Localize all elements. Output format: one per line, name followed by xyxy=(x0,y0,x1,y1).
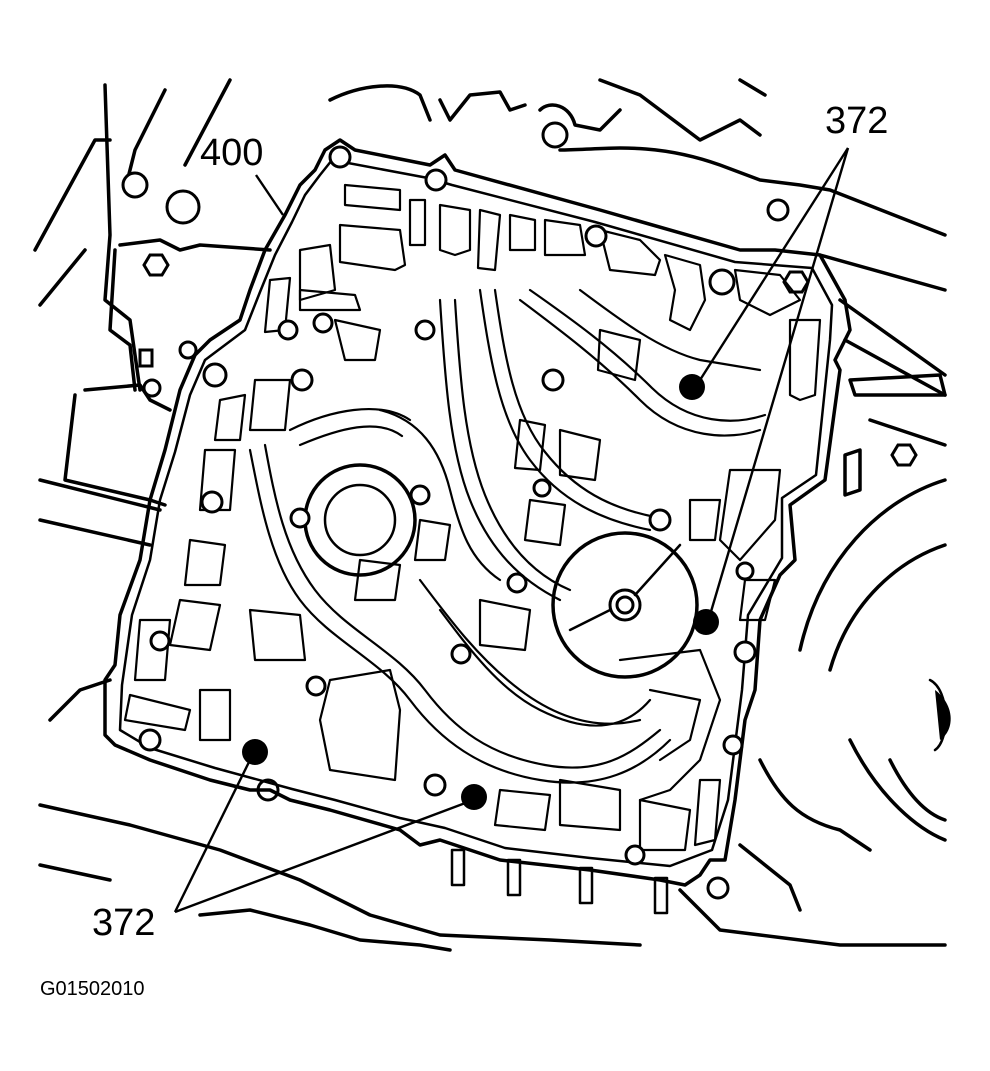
check-ball-3 xyxy=(242,739,268,765)
valve-bores xyxy=(303,463,699,679)
callout-372-top: 372 xyxy=(825,100,888,142)
transmission-case-outline xyxy=(33,78,951,952)
leader-lines xyxy=(173,147,850,914)
check-ball-2 xyxy=(693,609,719,635)
callout-400: 400 xyxy=(200,132,263,174)
figure-id: G01502010 xyxy=(40,978,145,1000)
callout-372-bottom: 372 xyxy=(92,902,155,944)
fluid-channels xyxy=(123,183,822,852)
bolt-holes xyxy=(138,145,757,866)
check-balls xyxy=(242,374,719,810)
check-ball-1 xyxy=(679,374,705,400)
spacer-plate xyxy=(103,138,852,915)
check-ball-4 xyxy=(461,784,487,810)
